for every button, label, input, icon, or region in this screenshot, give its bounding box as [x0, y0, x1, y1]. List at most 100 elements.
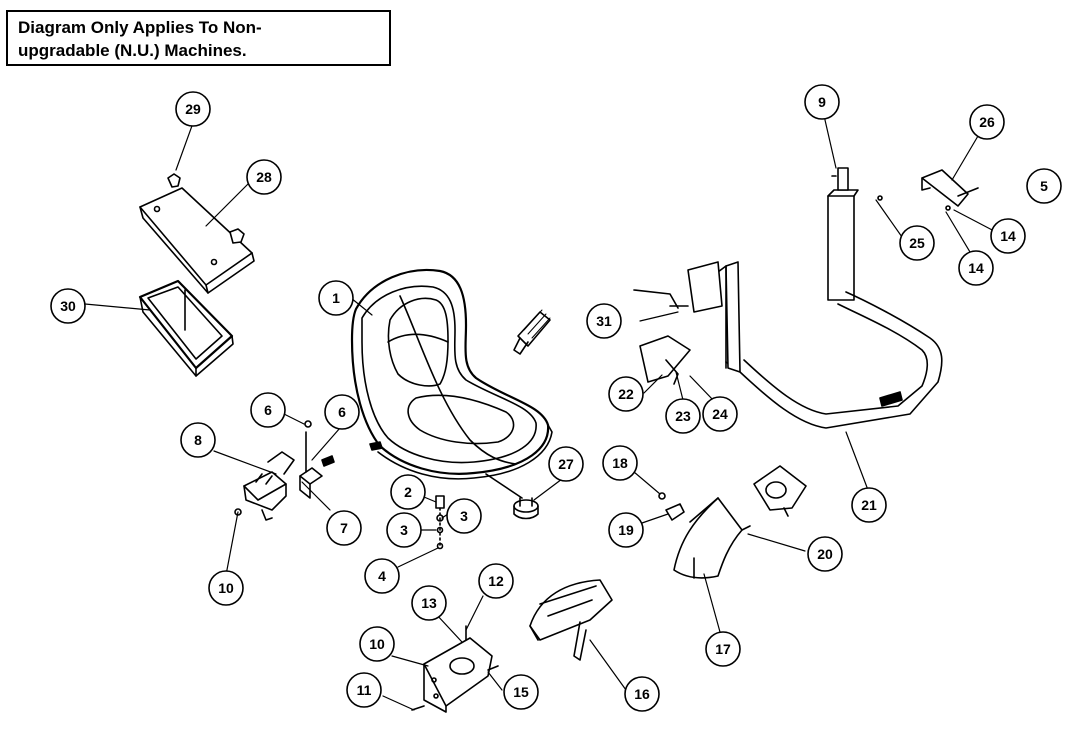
callout-9: 9	[804, 84, 840, 120]
callout-10: 10	[359, 626, 395, 662]
callout-number: 17	[715, 641, 731, 657]
callout-circle	[175, 91, 211, 127]
callout-circle	[386, 512, 422, 548]
callout-15: 15	[503, 674, 539, 710]
callout-27: 27	[548, 446, 584, 482]
seat-part-1	[350, 269, 553, 499]
callout-circle	[608, 512, 644, 548]
callout-14: 14	[958, 250, 994, 286]
seat-switch	[513, 309, 551, 355]
callout-number: 3	[400, 522, 408, 538]
callout-30: 30	[50, 288, 86, 324]
bracket-small	[753, 465, 807, 517]
callout-number: 29	[185, 101, 201, 117]
callout-26: 26	[969, 104, 1005, 140]
callout-circle	[180, 422, 216, 458]
callout-circle	[807, 536, 843, 572]
callout-number: 30	[60, 298, 76, 314]
callout-13: 13	[411, 585, 447, 621]
callout-circle	[250, 392, 286, 428]
note-line-1: Diagram Only Applies To Non-	[18, 18, 262, 37]
applicability-note: Diagram Only Applies To Non- upgradable …	[6, 10, 391, 66]
seat-frame-21	[633, 167, 943, 429]
callout-circle	[804, 84, 840, 120]
bracket-part-26	[831, 169, 979, 211]
leader-lines	[84, 119, 997, 711]
callout-circle	[899, 225, 935, 261]
callout-number: 15	[513, 684, 529, 700]
knob-part-27	[513, 497, 539, 520]
callout-number: 27	[558, 456, 574, 472]
callout-circle	[208, 570, 244, 606]
callout-3: 3	[446, 498, 482, 534]
callout-1: 1	[318, 280, 354, 316]
callout-number: 22	[618, 386, 634, 402]
callout-circle	[318, 280, 354, 316]
callout-number: 25	[909, 235, 925, 251]
callout-8: 8	[180, 422, 216, 458]
callout-14: 14	[990, 218, 1026, 254]
callout-number: 14	[968, 260, 984, 276]
callout-number: 18	[612, 455, 628, 471]
callout-24: 24	[702, 396, 738, 432]
callout-number: 8	[194, 432, 202, 448]
callout-6: 6	[324, 394, 360, 430]
callout-circle	[602, 445, 638, 481]
callout-number: 31	[596, 313, 612, 329]
mount-plate-11	[411, 625, 499, 713]
callout-7: 7	[326, 510, 362, 546]
callout-number: 6	[264, 402, 272, 418]
callout-number: 21	[861, 497, 877, 513]
callout-circle	[359, 626, 395, 662]
callout-11: 11	[346, 672, 382, 708]
callout-2: 2	[390, 474, 426, 510]
callout-5: 5	[1026, 168, 1062, 204]
callout-4: 4	[364, 558, 400, 594]
callout-circle	[324, 394, 360, 430]
callout-circle	[702, 396, 738, 432]
callout-number: 16	[634, 686, 650, 702]
callout-circle	[705, 631, 741, 667]
callout-number: 9	[818, 94, 826, 110]
callout-circle	[548, 446, 584, 482]
callout-21: 21	[851, 487, 887, 523]
callout-number: 13	[421, 595, 437, 611]
callout-circle	[586, 303, 622, 339]
callout-number: 6	[338, 404, 346, 420]
callout-circle	[958, 250, 994, 286]
callout-number: 23	[675, 408, 691, 424]
callout-25: 25	[899, 225, 935, 261]
callout-22: 22	[608, 376, 644, 412]
callout-circle	[50, 288, 86, 324]
callout-number: 5	[1040, 178, 1048, 194]
callout-23: 23	[665, 398, 701, 434]
small-fasteners-2-3-4-5	[435, 495, 445, 550]
callout-number: 3	[460, 508, 468, 524]
callout-6: 6	[250, 392, 286, 428]
callout-number: 4	[378, 568, 386, 584]
callout-circle	[503, 674, 539, 710]
shield-part-17	[673, 497, 751, 579]
callout-circle	[990, 218, 1026, 254]
callout-number: 12	[488, 573, 504, 589]
callout-circle	[478, 563, 514, 599]
callout-number: 2	[404, 484, 412, 500]
plate-part-28	[139, 173, 255, 294]
note-line-2: upgradable (N.U.) Machines.	[18, 41, 247, 60]
callout-number: 10	[218, 580, 234, 596]
callout-18: 18	[602, 445, 638, 481]
callout-10: 10	[208, 570, 244, 606]
part-drawings	[84, 119, 997, 713]
callout-number: 1	[332, 290, 340, 306]
callout-circle	[665, 398, 701, 434]
callout-circle	[1026, 168, 1062, 204]
callout-31: 31	[586, 303, 622, 339]
callout-number: 19	[618, 522, 634, 538]
callout-29: 29	[175, 91, 211, 127]
fasteners-18-19	[658, 492, 685, 521]
callout-28: 28	[246, 159, 282, 195]
callout-number: 24	[712, 406, 728, 422]
callout-number: 20	[817, 546, 833, 562]
